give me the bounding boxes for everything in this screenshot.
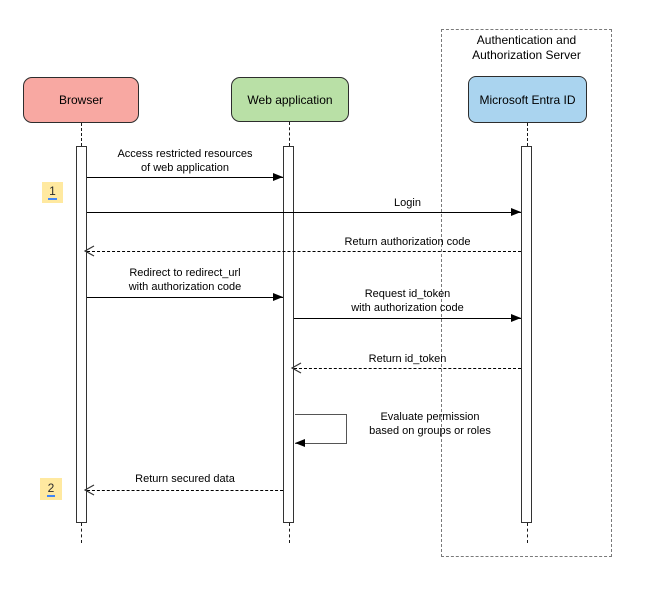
message-arrow-access-restricted-resources: [87, 177, 283, 178]
auth-server-title-line2: Authorization Server: [472, 48, 581, 62]
arrowhead-filled-icon: [511, 208, 521, 216]
message-label-return-secured-data: Return secured data: [135, 473, 235, 485]
arrowhead-filled-icon: [295, 439, 305, 447]
message-arrow-return-secured-data: [87, 490, 283, 491]
message-label-login: Login: [394, 197, 421, 209]
web-application-lifeline-bottom: [289, 523, 290, 543]
actor-browser-label: Browser: [58, 93, 103, 107]
actor-web-application: Web application: [231, 77, 349, 122]
actor-microsoft-entra-id-label: Microsoft Entra ID: [479, 92, 576, 107]
web-application-lifeline: [289, 122, 290, 146]
browser-activation-bar: [76, 146, 87, 523]
step-badge-2-link[interactable]: 2: [46, 480, 56, 497]
message-label-request-id-token: Request id_token with authorization code: [351, 288, 464, 314]
message-label-return-authorization-code: Return authorization code: [344, 236, 471, 248]
message-arrow-login: [87, 212, 521, 213]
step-badge-2[interactable]: 2: [40, 478, 62, 500]
message-arrow-request-id-token: [294, 318, 521, 319]
message-arrow-return-id-token: [294, 368, 521, 369]
entra-id-activation-bar: [521, 146, 532, 523]
arrowhead-filled-icon: [511, 314, 521, 322]
self-message-loop-evaluate-permission: [295, 414, 347, 444]
browser-lifeline: [81, 123, 82, 146]
message-label-evaluate-permission: Evaluate permission based on groups or r…: [369, 411, 491, 437]
auth-server-group-frame: [441, 29, 612, 557]
actor-browser: Browser: [23, 77, 139, 123]
arrowhead-filled-icon: [273, 293, 283, 301]
actor-web-application-label: Web application: [247, 92, 333, 107]
arrowhead-open-icon: [291, 362, 302, 374]
auth-server-group-title: Authentication and Authorization Server: [441, 33, 612, 63]
step-badge-1-link[interactable]: 1: [48, 184, 57, 200]
browser-lifeline-bottom: [81, 523, 82, 543]
arrowhead-open-icon: [84, 484, 95, 496]
auth-server-title-line1: Authentication and: [476, 33, 577, 47]
message-label-return-id-token: Return id_token: [368, 353, 447, 365]
arrowhead-filled-icon: [273, 173, 283, 181]
web-application-activation-bar: [283, 146, 294, 523]
arrowhead-open-icon: [84, 245, 95, 257]
entra-id-lifeline: [527, 123, 528, 146]
message-arrow-return-authorization-code: [87, 251, 521, 252]
message-label-access-restricted-resources: Access restricted resources of web appli…: [117, 148, 253, 174]
message-arrow-redirect-to-redirect-url: [87, 297, 283, 298]
entra-id-lifeline-bottom: [527, 523, 528, 543]
message-label-redirect-to-redirect-url: Redirect to redirect_url with authorizat…: [128, 267, 242, 293]
step-badge-1[interactable]: 1: [42, 182, 63, 203]
actor-microsoft-entra-id: Microsoft Entra ID: [468, 76, 587, 123]
